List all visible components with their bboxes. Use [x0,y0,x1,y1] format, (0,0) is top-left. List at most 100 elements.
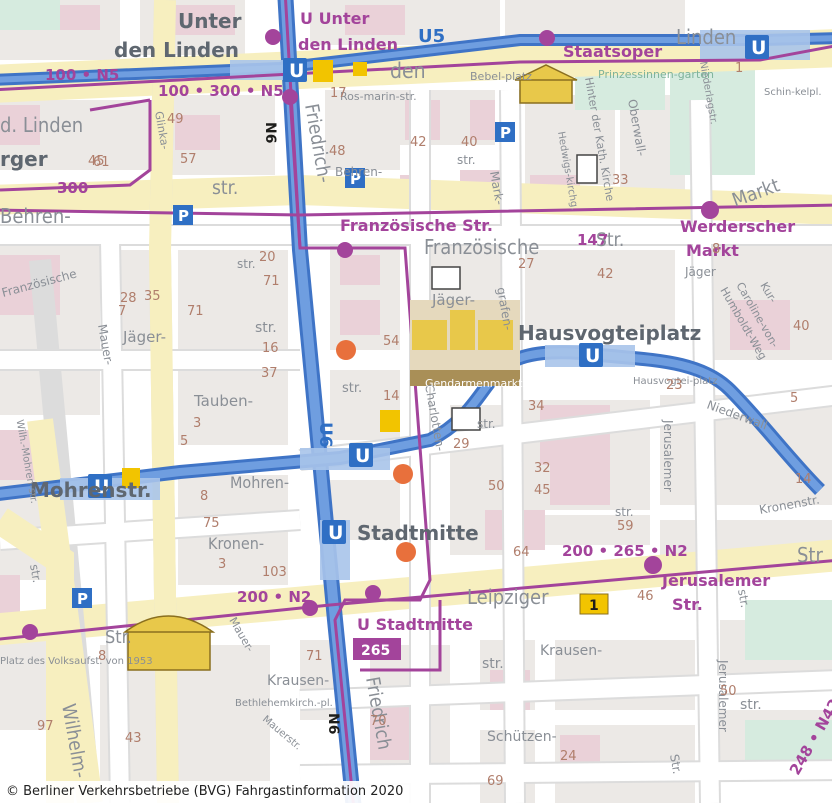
stop-franzoesische-str: Französische Str. [340,216,493,235]
sbahn-marker [579,593,609,615]
house-number: 34 [528,399,545,414]
staatsoper-building-icon [514,64,578,104]
street-str-j: str. [477,417,496,431]
house-number: 1 [735,61,743,76]
street-str-k: str. [615,505,634,519]
station-unter-label-2: den Linden [114,38,239,62]
house-number: 40 [461,135,478,150]
stop-u-unter-den-linden-2: den Linden [298,35,398,54]
house-number: 103 [262,565,287,580]
street-str-c: str. [255,320,277,336]
bus-265-number: 265 [361,643,390,659]
station-mohrenstr-label: Mohrenstr. [30,478,152,502]
house-number: 28 [120,291,137,306]
u-icon-stadtmitte: U [328,522,343,544]
house-number: 3 [218,557,226,572]
stop-staatsoper: Staatsoper [563,42,662,61]
house-number: 75 [203,516,220,531]
street-krausen2: Krausen- [267,673,329,689]
house-number: 43 [125,731,142,746]
stop-werderscher-markt-1: Werderscher [680,217,795,236]
street-bebelplatz: Bebel-platz [470,70,532,83]
house-number: 35 [144,289,161,304]
street-tauben: Tauben- [193,392,253,410]
house-number: 7 [118,304,126,319]
stop-jerusalemer-str-2: Str. [672,595,703,614]
street-rger: rger [0,147,48,171]
route-n2b-label: 200 • N2 [237,588,311,606]
street-str-a: str. [212,177,238,199]
house-number: 71 [306,649,323,664]
street-jaeger3: Jäger [684,265,716,279]
route-n5-label: 100 • N5 [45,66,119,84]
house-number: 50 [488,479,505,494]
house-number: 54 [383,334,400,349]
u-icon-hausvogteiplatz: U [585,345,600,367]
house-number: 33 [612,173,629,188]
house-number: 70 [370,714,387,729]
street-str-i: str. [457,153,476,167]
street-jerusalemer2: Jerusalemer [716,659,730,732]
street-jaeger: Jäger- [431,291,475,309]
svg-text:P: P [77,590,88,608]
street-str-g: str. [482,656,504,672]
street-schuetzen: Schützen- [487,729,557,745]
house-number: 50 [720,684,737,699]
house-number: 23 [666,378,683,393]
station-hausvogteiplatz-label: Hausvogteiplatz [518,321,701,345]
street-d-linden: d. Linden [0,113,83,137]
house-number: 61 [93,155,110,170]
svg-text:P: P [178,207,189,225]
house-number: 17 [330,86,347,101]
route-147-label: 147 [577,231,608,249]
street-behren2: Behren- [335,165,382,179]
house-number: 59 [617,519,634,534]
street-str-e: Str. [105,627,132,648]
house-number: 49 [167,112,184,127]
street-jerusalemer: Jerusalemer [661,419,675,492]
street-leipziger: Leipziger [467,585,549,609]
hospital-icon [336,340,416,562]
street-krausen: Krausen- [540,643,602,659]
u-icon-mohrenstr: U [94,476,109,498]
line-u6-label: U6 [315,422,335,448]
station-stadtmitte-label: Stadtmitte [357,521,479,545]
house-number: 97 [37,719,54,734]
route-n5b-label: 100 • 300 • N5 [158,82,284,100]
house-number: 27 [518,257,535,272]
svg-text:P: P [500,124,511,142]
parking-icon: P P P P [72,62,515,608]
street-mohren: Mohren- [230,473,289,492]
station-unter-label-1: Unter [178,9,242,33]
gendarmenmarkt-square [410,300,520,386]
stop-u-stadtmitte-label: U Stadtmitte [357,615,473,634]
street-jaeger2: Jäger- [122,328,166,346]
u-station-icons [88,35,769,544]
street-n-str: str. [237,257,256,271]
street-str-d: str. [342,381,362,396]
house-number: 29 [453,437,470,452]
u-icon-unter-den-linden: U [289,60,304,82]
house-number: 24 [560,749,577,764]
street-str-b: Str. [596,229,624,251]
street-kronen: Kronen- [208,534,264,553]
copyright-notice: © Berliner Verkehrsbetriebe (BVG) Fahrga… [0,781,414,803]
house-number: 3 [193,416,201,431]
house-number: 57 [180,152,197,167]
house-number: 5 [180,434,188,449]
u-icon-stadtmitte-u2: U [355,445,370,467]
street-hausvogtei-platz: Hausvogtei-platz [633,376,717,387]
green-areas [0,0,832,780]
house-number: 42 [410,135,427,150]
street-behren: Behren- [0,204,71,228]
house-number: 42 [597,267,614,282]
stop-u-unter-den-linden-1: U Unter [300,9,369,28]
route-300-label: 300 [57,179,88,197]
night-n6b-label: N6 [325,713,341,734]
street-schinkelplatz: Schin-kelpl. [764,87,822,98]
house-number: 71 [263,274,280,289]
house-number: 8 [200,489,208,504]
stop-werderscher-markt-2: Markt [686,241,739,260]
